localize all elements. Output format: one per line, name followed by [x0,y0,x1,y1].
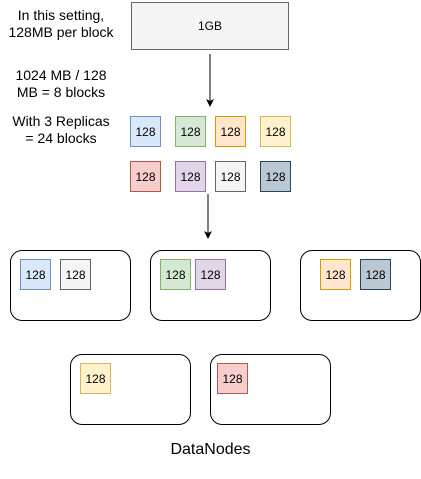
datanode-4-block-yellow: 128 [80,363,111,394]
file-label: 1GB [197,19,222,33]
datanode-2-block-green: 128 [160,259,191,290]
block-purple: 128 [175,161,206,192]
block-white: 128 [215,161,246,192]
block-blue: 128 [130,116,161,147]
block-green: 128 [175,116,206,147]
datanode-3-block-slate: 128 [360,259,391,290]
datanodes-caption: DataNodes [170,441,251,458]
datanode-3-block-orange: 128 [320,259,351,290]
datanode-2-block-purple: 128 [195,259,226,290]
note-block-size: In this setting, 128MB per block [8,7,114,40]
note-replicas: With 3 Replicas = 24 blocks [12,113,110,146]
block-orange: 128 [215,116,246,147]
block-slate: 128 [260,161,291,192]
datanode-1-block-white: 128 [60,259,91,290]
block-red: 128 [130,161,161,192]
file-box: 1GB [131,2,289,50]
datanode-1-block-blue: 128 [20,259,51,290]
note-block-count: 1024 MB / 128 MB = 8 blocks [15,67,107,100]
block-yellow: 128 [260,116,291,147]
datanode-5-block-red: 128 [217,363,248,394]
